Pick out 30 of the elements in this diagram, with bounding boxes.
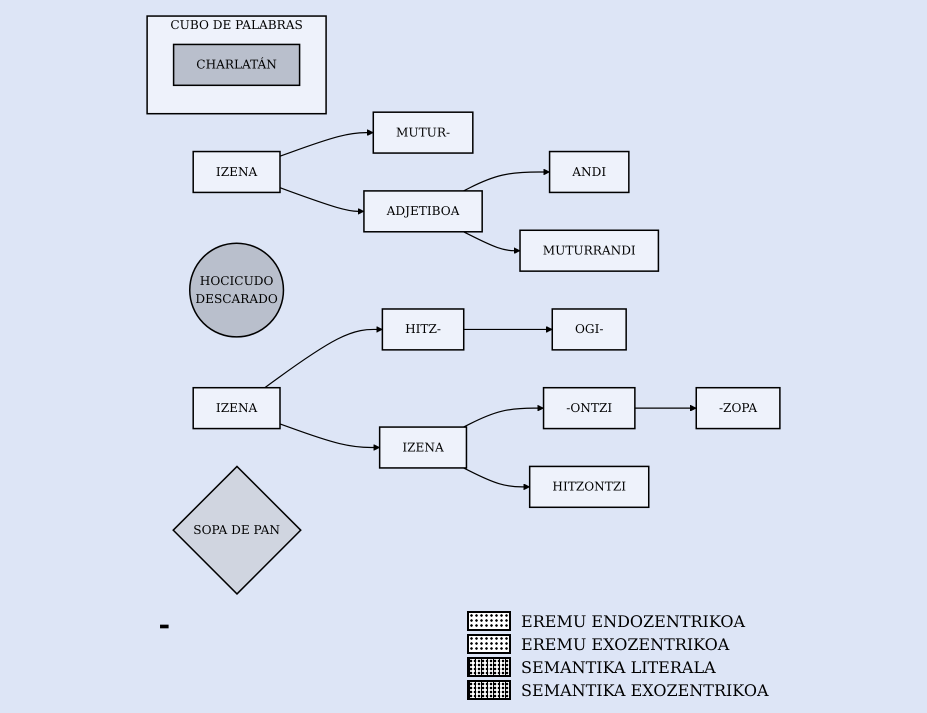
arrow — [280, 187, 364, 215]
legend-label: EREMU ENDOZENTRIKOA — [521, 612, 746, 630]
arrow — [280, 129, 374, 157]
arrow — [634, 404, 697, 412]
arrow — [463, 168, 550, 192]
node-circle: HOCICUDO DESCARADO — [188, 242, 284, 338]
node-box: IZENA — [192, 386, 281, 430]
legend-label: EREMU EXOZENTRIKOA — [521, 634, 730, 654]
minus-sign: - — [158, 608, 170, 641]
legend-label: SEMANTIKA EXOZENTRIKOA — [521, 680, 768, 700]
node-box: ANDI — [548, 150, 630, 194]
node-diamond: SOPA DE PAN — [172, 465, 302, 596]
arrow — [463, 231, 520, 254]
node-box: ADJETIBOA — [363, 190, 483, 233]
node-box: MUTUR- — [372, 111, 474, 154]
arrow — [264, 326, 383, 388]
arrow — [280, 423, 380, 451]
arrow — [464, 326, 553, 333]
node-box: HITZONTZI — [528, 466, 650, 508]
node-box: -ZOPA — [696, 386, 781, 430]
arrow — [463, 404, 544, 428]
node-box: CHARLATÁN — [172, 44, 300, 86]
node-box: HITZ- — [382, 308, 464, 351]
node-box: -ONTZI — [542, 386, 636, 430]
node-box: IZENA — [378, 426, 468, 469]
node-box: MUTURRANDI — [519, 230, 660, 272]
node-box: IZENA — [192, 150, 281, 194]
legend-label: SEMANTIKA LITERALA — [521, 658, 716, 676]
arrow — [463, 467, 530, 490]
node-box: OGI- — [552, 308, 627, 351]
